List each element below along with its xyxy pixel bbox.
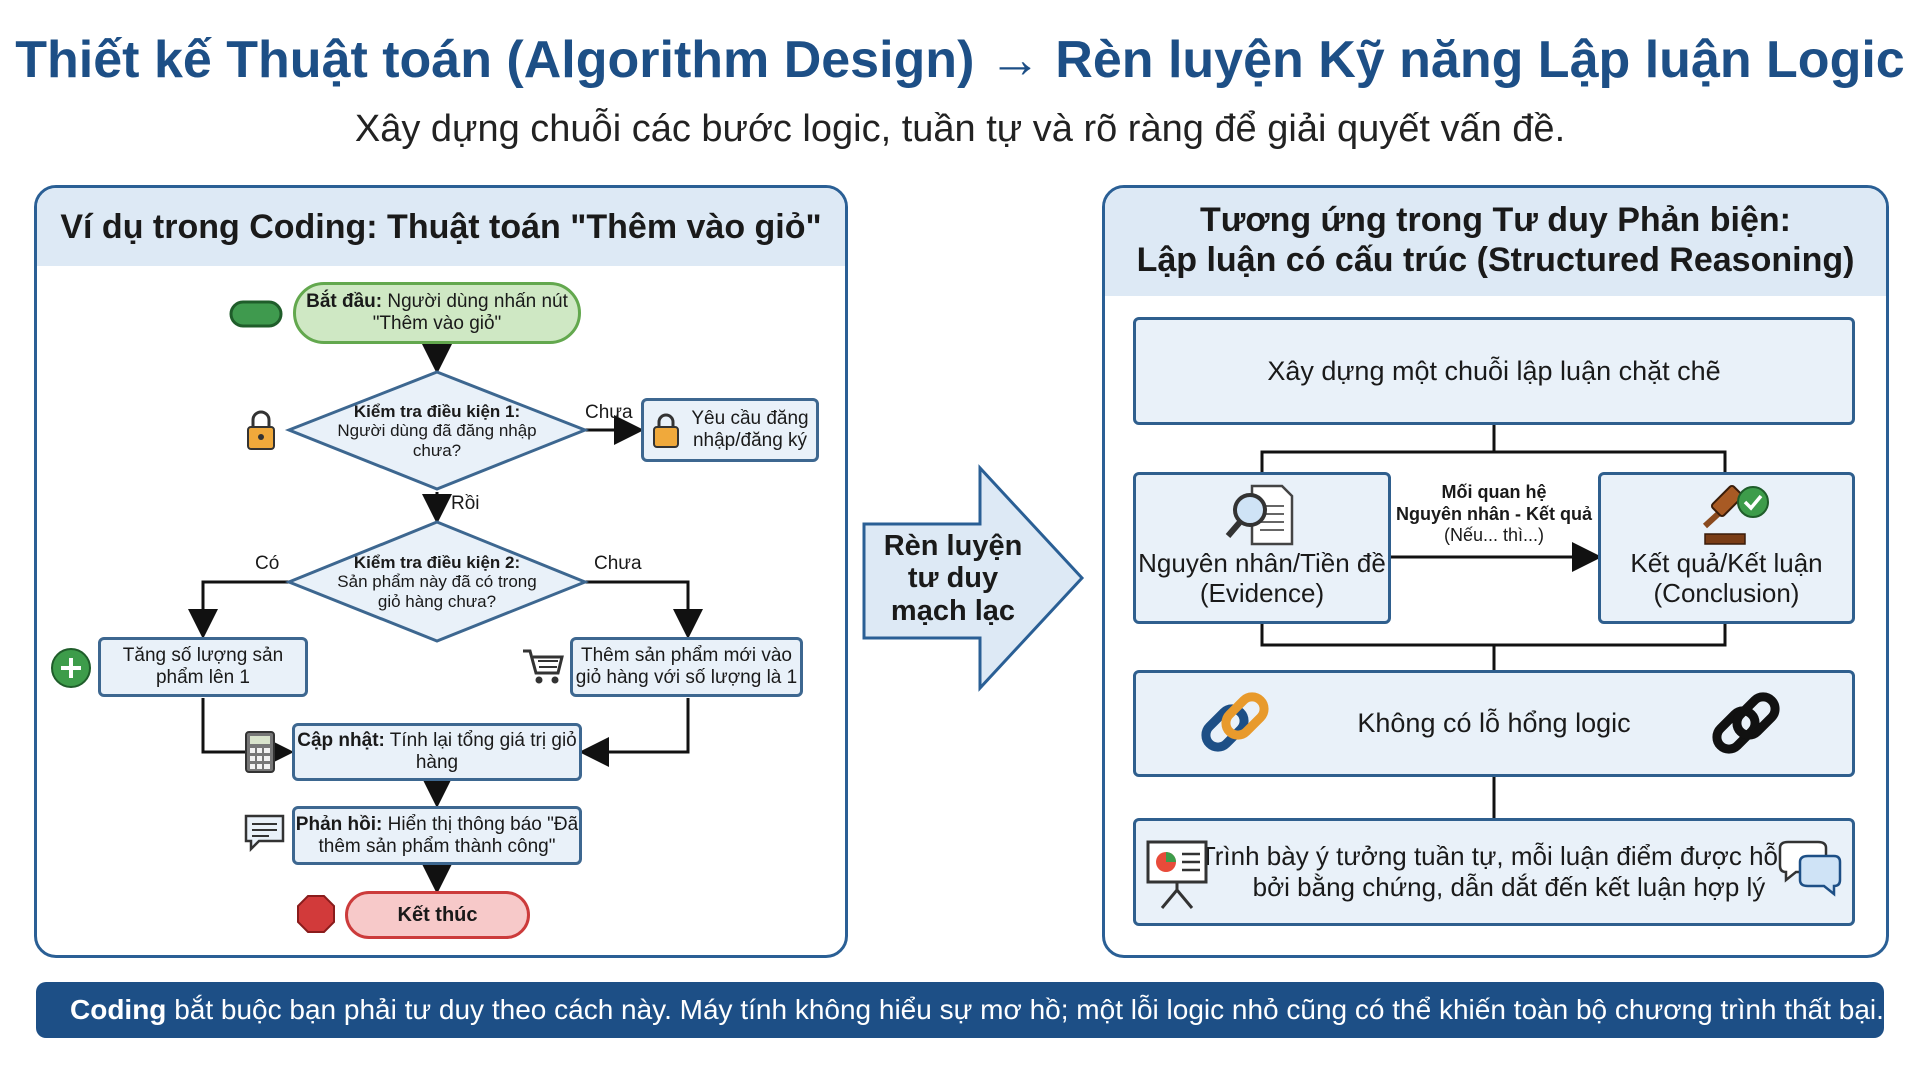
middle-arrow (862, 464, 1085, 692)
start-node: Bắt đầu: Người dùng nhấn nút "Thêm vào g… (293, 282, 581, 344)
login-lock-icon (653, 413, 679, 448)
evidence-line2: (Evidence) (1199, 578, 1325, 608)
edge-label-chua-2: Chưa (594, 553, 642, 574)
chat-icon (244, 814, 285, 853)
right-panel-title-line2: Lập luận có cấu trúc (Structured Reasoni… (1136, 241, 1855, 280)
right-panel-title: Tương ứng trong Tư duy Phản biện: Lập lu… (1105, 188, 1886, 296)
update-text: Tính lại tổng giá trị giỏ hàng (384, 730, 577, 773)
update-total-box: Cập nhật: Tính lại tổng giá trị giỏ hàng (292, 723, 582, 781)
decision-1-label: Kiểm tra điều kiện 1:Người dùng đã đăng … (330, 400, 544, 462)
page-subtitle: Xây dựng chuỗi các bước logic, tuần tự v… (354, 108, 1566, 150)
cart-icon (523, 649, 564, 684)
feedback-text: Hiển thị thông báo "Đã thêm sản phẩm thà… (318, 813, 579, 857)
footer-bold: Coding (70, 994, 167, 1025)
increase-quantity-text: Tăng số lượng sản phẩm lên 1 (122, 645, 284, 688)
edge-label-co: Có (255, 553, 280, 574)
left-panel-title: Ví dụ trong Coding: Thuật toán "Thêm vào… (37, 188, 845, 266)
right-panel-title-line1: Tương ứng trong Tư duy Phản biện: (1200, 201, 1791, 239)
decision-1-shape (284, 370, 590, 491)
feedback-bold: Phản hồi: (295, 813, 383, 835)
footer-text: bắt buộc bạn phải tư duy theo cách này. … (166, 994, 1884, 1025)
strict-reasoning-text: Xây dựng một chuỗi lập luận chặt chẽ (1267, 355, 1721, 386)
lock-icon (247, 410, 275, 450)
decision-2-text: Sản phẩm này đã có trong giỏ hàng chưa? (337, 572, 537, 611)
evidence-box: Nguyên nhân/Tiền đề (Evidence) (1133, 472, 1391, 624)
relation-line1: Mối quan hệ (1441, 482, 1547, 502)
decision-1-bold: Kiểm tra điều kiện 1: (353, 401, 521, 421)
presentation-board-icon (1146, 840, 1208, 909)
page-title: Thiết kế Thuật toán (Algorithm Design) →… (15, 31, 1905, 89)
speech-bubbles-icon (1778, 840, 1842, 897)
present-line1: Trình bày ý tưởng tuần tự, mỗi luận điểm… (1199, 840, 1819, 871)
strict-reasoning-box: Xây dựng một chuỗi lập luận chặt chẽ (1133, 317, 1855, 425)
present-line2: bởi bằng chứng, dẫn dắt đến kết luận hợp… (1252, 872, 1766, 902)
relation-line3: (Nếu... thì...) (1443, 525, 1545, 546)
footer-banner: Coding bắt buộc bạn phải tư duy theo các… (36, 982, 1884, 1038)
relation-line2: Nguyên nhân - Kết quả (1395, 503, 1592, 524)
add-new-product-box: Thêm sản phẩm mới vào giỏ hàng với số lư… (570, 637, 803, 697)
add-new-product-text: Thêm sản phẩm mới vào giỏ hàng với số lư… (575, 645, 798, 688)
edge-label-chua-1: Chưa (585, 402, 633, 423)
calculator-icon (245, 731, 275, 773)
green-button-icon (229, 300, 283, 328)
increase-quantity-box: Tăng số lượng sản phẩm lên 1 (98, 637, 308, 697)
decision-2-shape (284, 520, 590, 643)
plus-circle-icon (51, 648, 91, 688)
chain-link-icon (1201, 692, 1269, 752)
end-node: Kết thúc (345, 891, 530, 939)
login-required-text: Yêu cầu đăng nhập/đăng ký (691, 408, 809, 451)
conclusion-line1: Kết quả/Kết luận (1630, 548, 1823, 579)
decision-1-text: Người dùng đã đăng nhập chưa? (337, 421, 537, 460)
gavel-check-icon (1702, 484, 1769, 545)
edge-label-roi: Rồi (451, 493, 480, 514)
end-text: Kết thúc (397, 903, 478, 926)
feedback-box: Phản hồi: Hiển thị thông báo "Đã thêm sả… (292, 806, 582, 865)
start-label-text: Người dùng nhấn nút "Thêm vào giỏ" (372, 291, 568, 334)
evidence-line1: Nguyên nhân/Tiền đề (1138, 548, 1386, 579)
decision-2-label: Kiểm tra điều kiện 2:Sản phẩm này đã có … (327, 549, 547, 615)
decision-2-bold: Kiểm tra điều kiện 2: (353, 552, 521, 572)
chain-link-icon-right (1712, 692, 1780, 754)
start-label-bold: Bắt đầu: (306, 291, 383, 313)
stop-sign-icon (297, 895, 335, 933)
no-logic-gap-text: Không có lỗ hổng logic (1357, 708, 1631, 738)
magnifier-document-icon (1225, 484, 1294, 546)
middle-arrow-text: Rèn luyện tư duy mạch lạc (883, 530, 1023, 627)
conclusion-line2: (Conclusion) (1653, 578, 1800, 608)
update-bold: Cập nhật: (297, 730, 385, 752)
cause-effect-relation-label: Mối quan hệ Nguyên nhân - Kết quả (Nếu..… (1392, 482, 1596, 547)
sequential-presentation-box: Trình bày ý tưởng tuần tự, mỗi luận điểm… (1133, 818, 1855, 926)
